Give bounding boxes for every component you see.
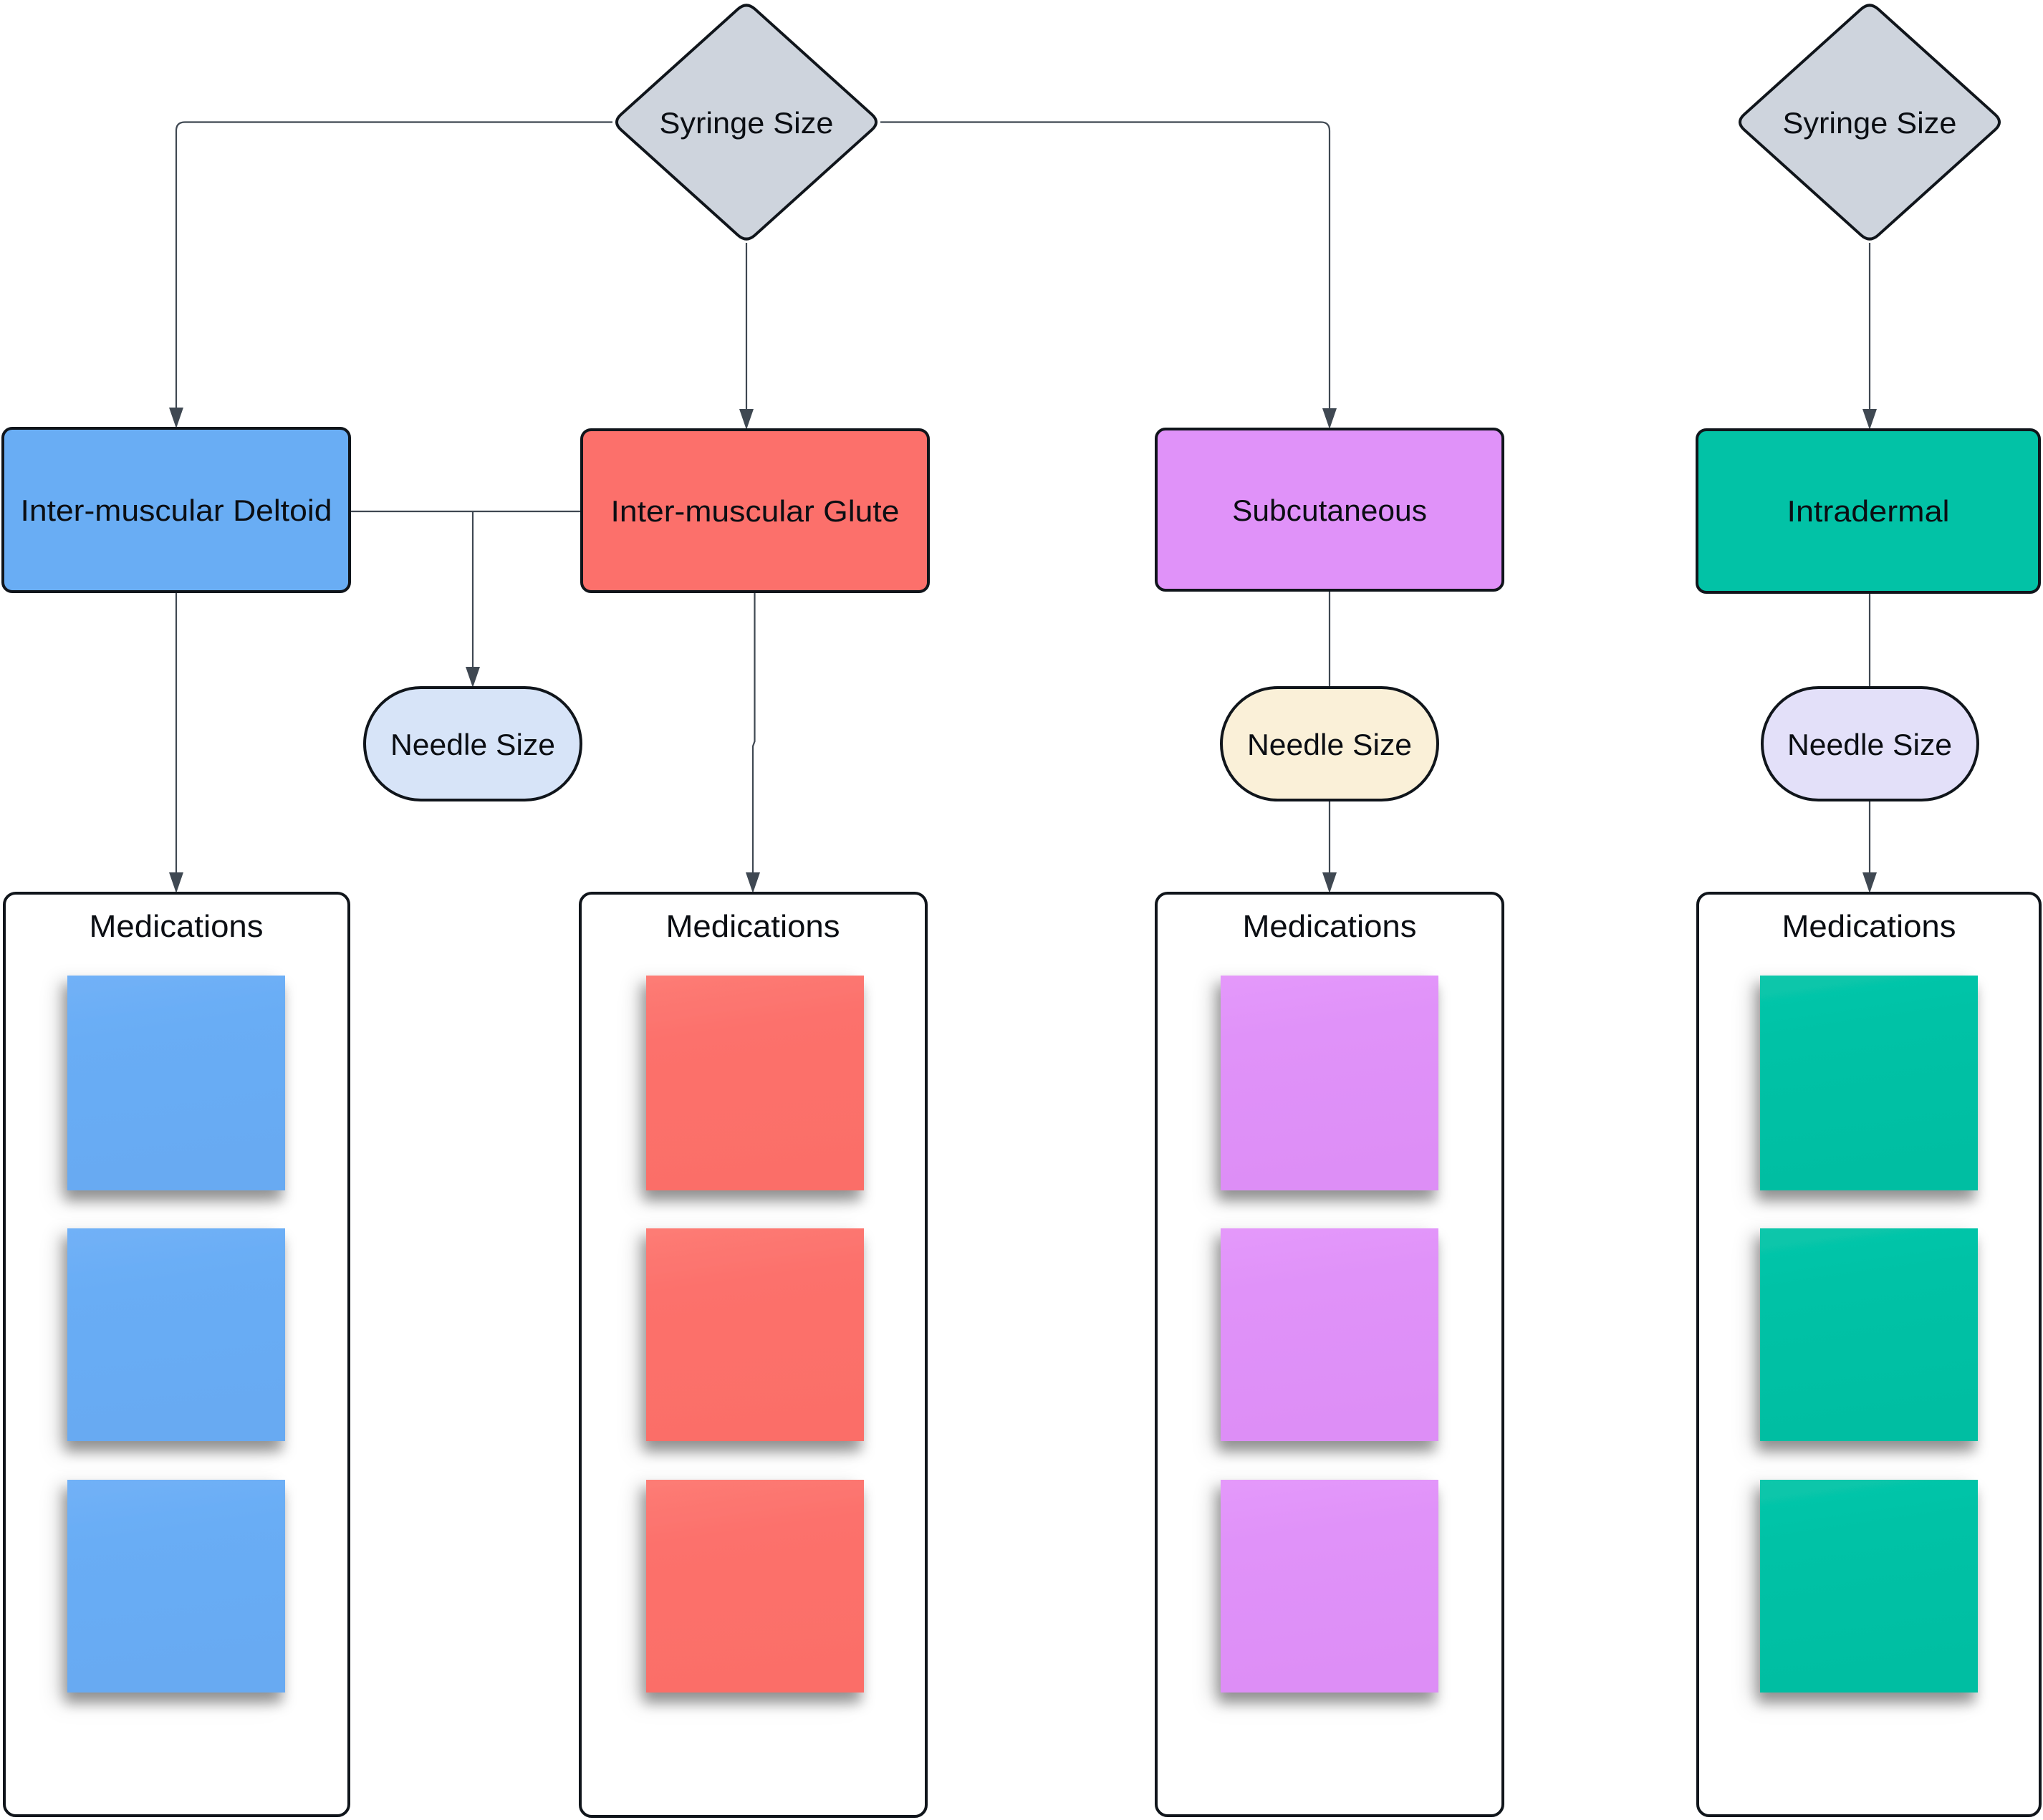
svg-text:Syringe Size: Syringe Size	[660, 106, 834, 140]
svg-text:Inter-muscular Deltoid: Inter-muscular Deltoid	[21, 493, 332, 527]
svg-text:Subcutaneous: Subcutaneous	[1232, 493, 1427, 527]
svg-text:Inter-muscular Glute: Inter-muscular Glute	[611, 494, 900, 528]
svg-text:Needle Size: Needle Size	[1247, 728, 1412, 761]
svg-text:Medications: Medications	[1782, 909, 1956, 944]
svg-text:Medications: Medications	[666, 909, 840, 944]
svg-text:Medications: Medications	[90, 909, 264, 944]
svg-text:Medications: Medications	[1243, 909, 1417, 944]
svg-text:Needle Size: Needle Size	[1787, 728, 1952, 761]
svg-text:Needle Size: Needle Size	[390, 728, 555, 761]
svg-text:Syringe Size: Syringe Size	[1783, 106, 1957, 140]
svg-text:Intradermal: Intradermal	[1787, 494, 1950, 528]
